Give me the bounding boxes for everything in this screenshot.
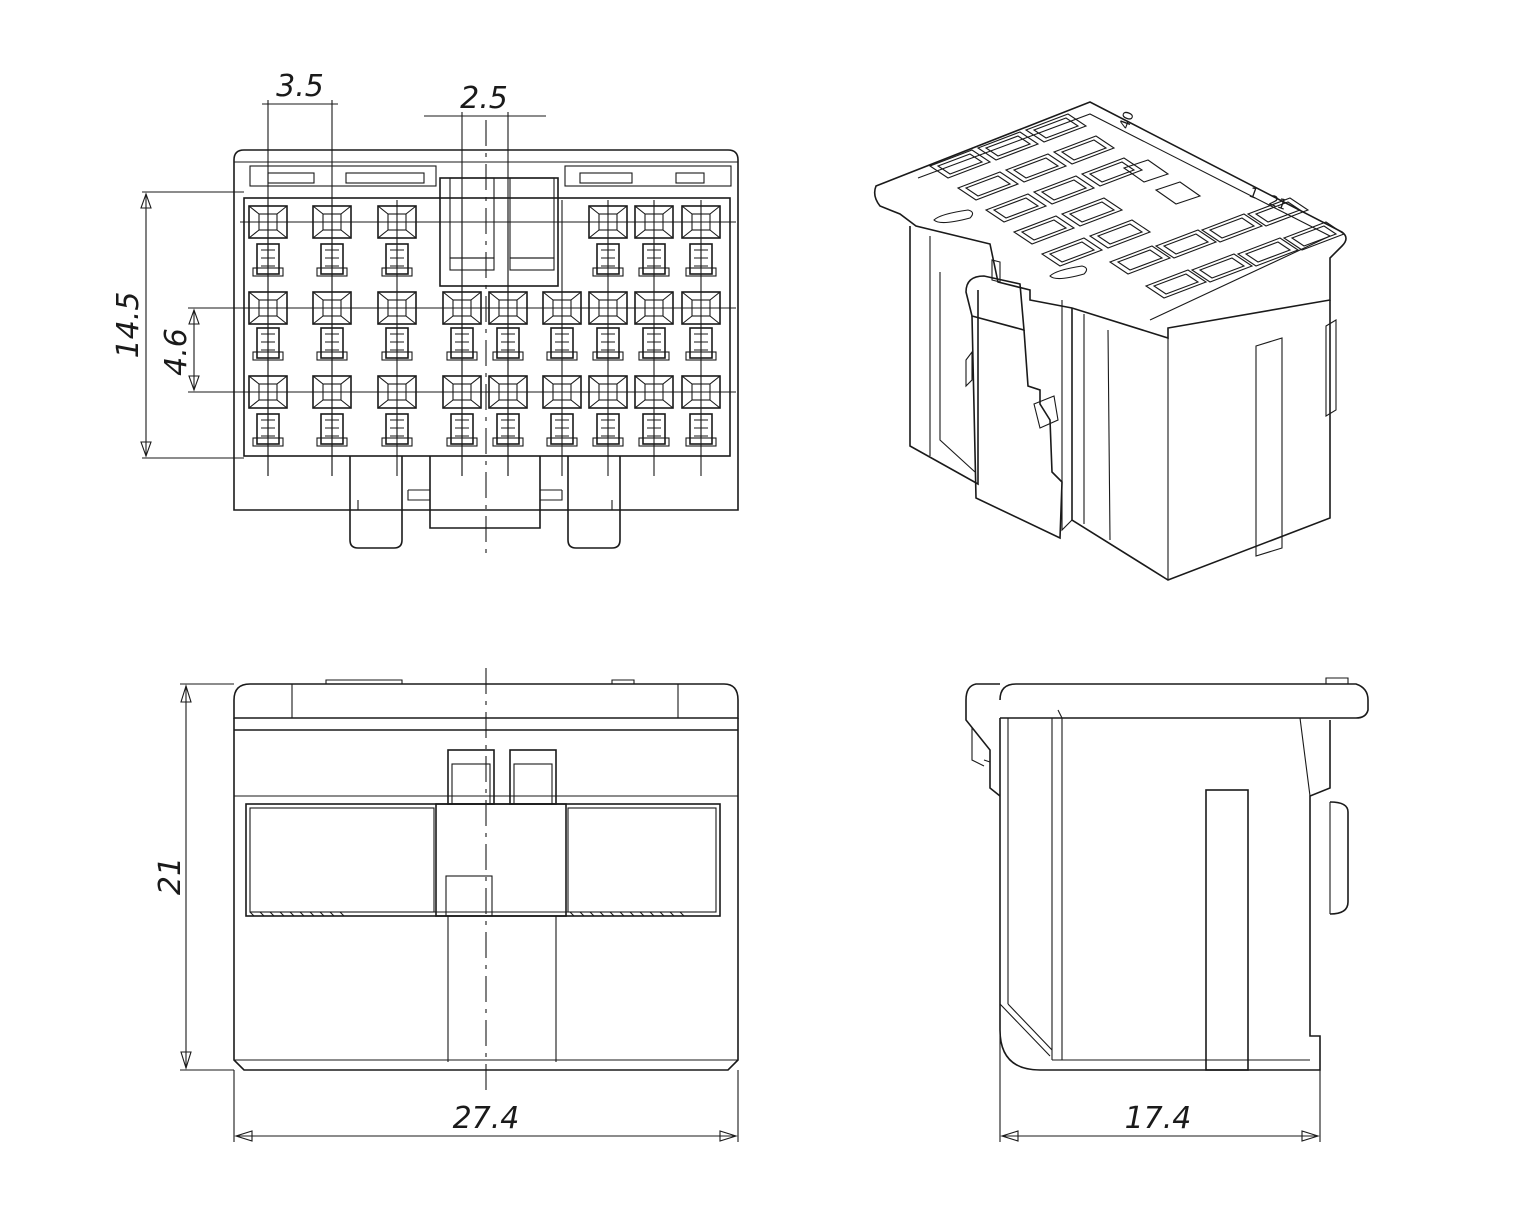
- dim-label-3-5: 3.5: [276, 69, 324, 104]
- iso-cavity: [928, 149, 992, 179]
- side-view: 17.4: [965, 677, 1369, 1142]
- dim-label-27-4: 27.4: [453, 1101, 520, 1136]
- iso-cavity: [1190, 253, 1254, 283]
- iso-cavity: [1144, 269, 1208, 299]
- iso-cavity-grid: [928, 113, 1346, 299]
- dim-label-17-4: 17.4: [1125, 1101, 1192, 1136]
- dim-pitch-horizontal: 3.5: [262, 69, 338, 476]
- iso-cavity: [984, 193, 1048, 223]
- iso-cavity: [976, 131, 1040, 161]
- dim-depth-side: 17.4: [999, 1036, 1321, 1142]
- front-view: 21 27.4: [153, 668, 739, 1142]
- iso-cavity: [1200, 213, 1264, 243]
- iso-mark-40: 40: [1117, 109, 1138, 131]
- iso-cavity: [1236, 237, 1300, 267]
- iso-cavity: [1080, 157, 1144, 187]
- iso-cavity: [1040, 237, 1104, 267]
- face-view: 3.5 2.5 14.5 4.6: [111, 69, 739, 556]
- isometric-view: 40 1 21: [873, 101, 1347, 581]
- dim-height-side: 21: [153, 683, 234, 1071]
- dim-width-front: 27.4: [233, 1070, 739, 1142]
- dim-label-2-5: 2.5: [460, 81, 508, 116]
- dim-label-14-5: 14.5: [111, 292, 146, 359]
- iso-cavity: [1004, 153, 1068, 183]
- iso-cavity: [1012, 215, 1076, 245]
- dim-height-face: 14.5: [111, 191, 244, 459]
- iso-cavity: [1282, 221, 1346, 251]
- iso-cavity: [1052, 135, 1116, 165]
- dim-label-21: 21: [153, 857, 188, 895]
- iso-cavity: [1088, 219, 1152, 249]
- iso-cavity: [1032, 175, 1096, 205]
- iso-cavity: [1154, 229, 1218, 259]
- iso-cavity: [1060, 197, 1124, 227]
- dim-pitch-vertical: 4.6: [159, 307, 244, 393]
- iso-cavity: [1024, 113, 1088, 143]
- iso-mark-21: 21: [1267, 193, 1289, 214]
- iso-cavity: [956, 171, 1020, 201]
- dim-label-4-6: 4.6: [159, 328, 194, 376]
- cavity-grid: [240, 200, 736, 476]
- iso-cavity: [1108, 245, 1172, 275]
- dim-pitch-center: 2.5: [424, 81, 546, 476]
- iso-cavity: [1246, 197, 1310, 227]
